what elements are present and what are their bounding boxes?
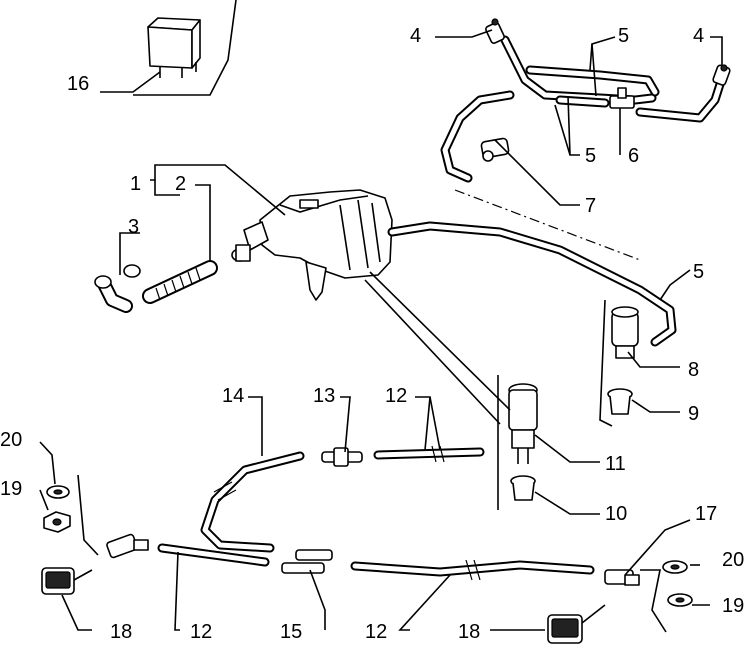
callout-5-right: 5: [693, 261, 704, 283]
nozzle-part-18-right: [547, 604, 606, 644]
bellows-part-2: [142, 260, 218, 304]
callout-17: 17: [695, 503, 717, 525]
nozzle-part-4-left: [485, 18, 505, 44]
callout-12-bottom: 12: [365, 621, 387, 643]
callout-1: 1: [130, 173, 141, 195]
callout-11: 11: [605, 453, 626, 475]
callout-19-left: 19: [0, 478, 22, 500]
reservoir-part-1: [231, 189, 393, 301]
callout-2: 2: [175, 173, 186, 195]
callout-8: 8: [688, 359, 699, 381]
callout-6: 6: [628, 145, 639, 167]
grommet-part-10: [510, 475, 536, 501]
callout-labels: 16 1 2 3 4 4 5 5 5 6 7 8 9 10 11 12 12 1…: [0, 25, 744, 643]
callout-15: 15: [280, 621, 302, 643]
callout-9: 9: [688, 403, 699, 425]
t-connector-part-6: [609, 87, 635, 109]
nut-part-19-left: [43, 511, 71, 533]
callout-14: 14: [222, 385, 244, 407]
nozzle-part-18-left: [41, 567, 93, 595]
hose-part-12-bottom: [350, 559, 595, 581]
pump-part-11: [508, 383, 538, 464]
callout-20-right: 20: [722, 549, 744, 571]
hose-part-14: [200, 451, 305, 553]
relay-part-16: [147, 17, 201, 78]
washer-part-20-right: [662, 560, 688, 574]
hose-part-12-left: [157, 543, 270, 567]
callout-20-left: 20: [0, 429, 22, 451]
callout-3: 3: [128, 216, 139, 238]
callout-19-right: 19: [722, 595, 744, 617]
callout-16: 16: [67, 73, 89, 95]
callout-4-left: 4: [410, 25, 421, 47]
connector-part-13: [321, 447, 363, 467]
t-piece-part-17: [604, 569, 640, 586]
callout-13: 13: [313, 385, 335, 407]
washer-part-20-left: [46, 485, 70, 499]
leader-lines: [39, 29, 723, 631]
callout-4-right: 4: [693, 25, 704, 47]
callout-5-top: 5: [618, 25, 629, 47]
connector-part-15: [281, 549, 333, 574]
t-piece-left: [106, 533, 149, 559]
valve-part-7: [480, 137, 510, 162]
callout-7: 7: [585, 195, 596, 217]
nozzle-part-4-right: [712, 64, 731, 86]
elbow-part-3: [94, 264, 141, 313]
nut-part-19-right: [667, 593, 693, 607]
relay-bracket-outline: [133, 0, 237, 96]
callout-18-right: 18: [458, 621, 480, 643]
pump-part-8: [611, 306, 639, 359]
hose-part-12-top: [373, 445, 485, 463]
callout-5-mid: 5: [585, 145, 596, 167]
callout-10: 10: [605, 503, 627, 525]
grommet-part-9: [607, 388, 633, 415]
callout-12-top: 12: [385, 385, 407, 407]
callout-12-left: 12: [190, 621, 212, 643]
callout-18-left: 18: [110, 621, 132, 643]
